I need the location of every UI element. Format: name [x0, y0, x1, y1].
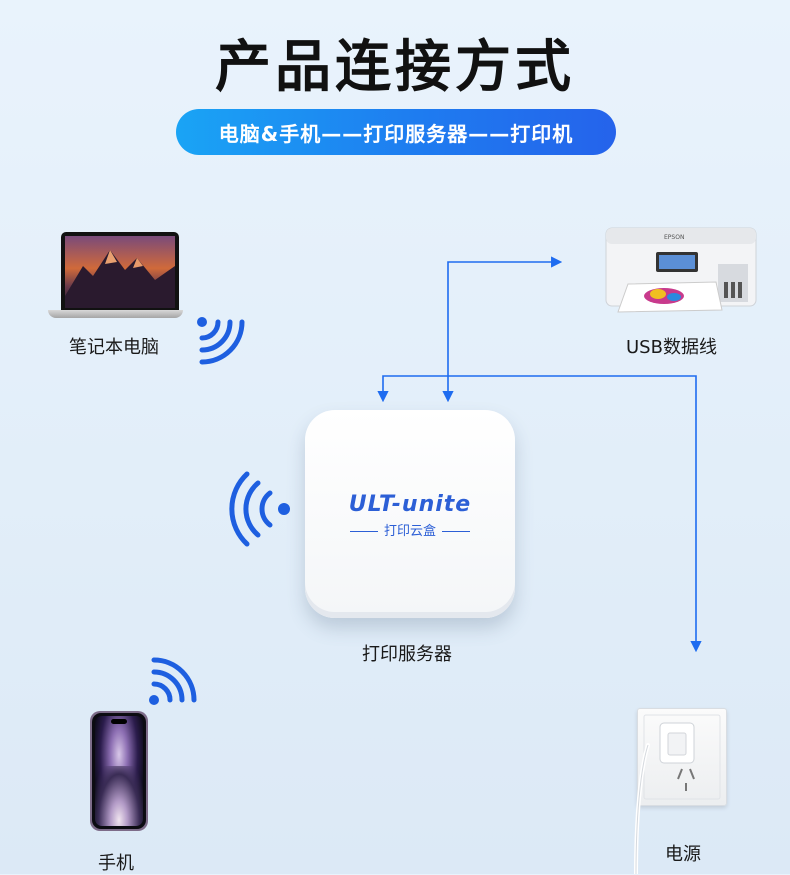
printer-icon: EPSON: [598, 224, 758, 314]
power-socket-icon: [637, 708, 727, 806]
usb-label: USB数据线: [626, 337, 717, 358]
printer-brand-text: EPSON: [664, 234, 684, 241]
laptop-icon: [48, 232, 183, 320]
laptop-base: [48, 310, 183, 318]
phone-icon: [90, 711, 148, 831]
phone-wifi-signal-icon: [149, 657, 197, 705]
laptop-wallpaper: [65, 236, 175, 308]
power-label: 电源: [665, 844, 701, 865]
phone-screen: [92, 713, 146, 829]
phone-dynamic-island: [111, 719, 127, 724]
server-wifi-signal-icon: [229, 471, 290, 547]
laptop-screen: [61, 232, 179, 310]
usb-connection-arrow: [442, 256, 563, 403]
connection-flow-banner: 电脑&手机——打印服务器——打印机: [176, 109, 616, 155]
laptop-wifi-signal-icon: [197, 317, 245, 365]
phone-wallpaper-glow: [95, 766, 143, 826]
power-connection-arrow: [377, 375, 702, 653]
mountain-illustration: [65, 250, 175, 308]
subbrand-left-line: [349, 530, 378, 533]
page-title: 产品连接方式: [215, 35, 575, 100]
laptop-label: 笔记本电脑: [69, 337, 159, 358]
phone-label: 手机: [98, 853, 134, 874]
